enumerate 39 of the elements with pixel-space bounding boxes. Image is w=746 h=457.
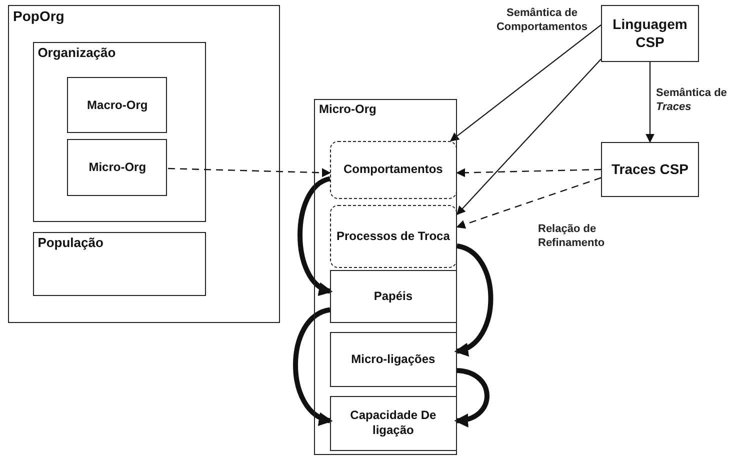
box-label: Traces CSP: [611, 160, 689, 178]
box-label: Processos de Troca: [336, 228, 450, 244]
arrow: [454, 368, 490, 426]
arrow: [456, 177, 602, 229]
process-box: [330, 396, 457, 451]
box-label: Organização: [38, 44, 116, 61]
container-box: [8, 5, 280, 323]
dashed-box: [330, 204, 457, 268]
box-label: Macro-Org: [87, 98, 148, 113]
box-label: PopOrg: [13, 8, 64, 26]
arrow: [293, 307, 333, 424]
dashed-box: [330, 140, 457, 199]
edge-label: Relação de Refinamento: [538, 222, 606, 251]
box-label: Linguagem CSP: [612, 16, 688, 51]
container-box: [32, 232, 206, 296]
arrow: [456, 168, 602, 178]
process-box: [67, 139, 168, 196]
edge-label: Semântica de Comportamentos: [495, 6, 589, 35]
arrow: [454, 244, 494, 355]
arrow: [298, 176, 333, 294]
edge-label: Semântica de Traces: [656, 86, 728, 115]
arrow: [456, 58, 602, 216]
arrow: [450, 24, 602, 142]
box-label: Papéis: [374, 288, 413, 304]
process-box: [330, 270, 457, 323]
process-box: [330, 332, 457, 387]
container-box: [32, 42, 206, 222]
box-label: População: [38, 234, 104, 251]
box-label: Micro-Org: [319, 102, 376, 117]
container-box: [314, 99, 457, 455]
box-label: Capacidade De ligação: [349, 408, 438, 438]
arrow: [168, 168, 331, 178]
box-label: Comportamentos: [344, 162, 443, 178]
box-label: Micro-ligações: [351, 352, 436, 367]
process-box: [67, 77, 168, 134]
process-box: [601, 5, 699, 62]
arrow: [646, 62, 654, 143]
process-box: [601, 142, 699, 197]
box-label: Micro-Org: [88, 160, 146, 176]
